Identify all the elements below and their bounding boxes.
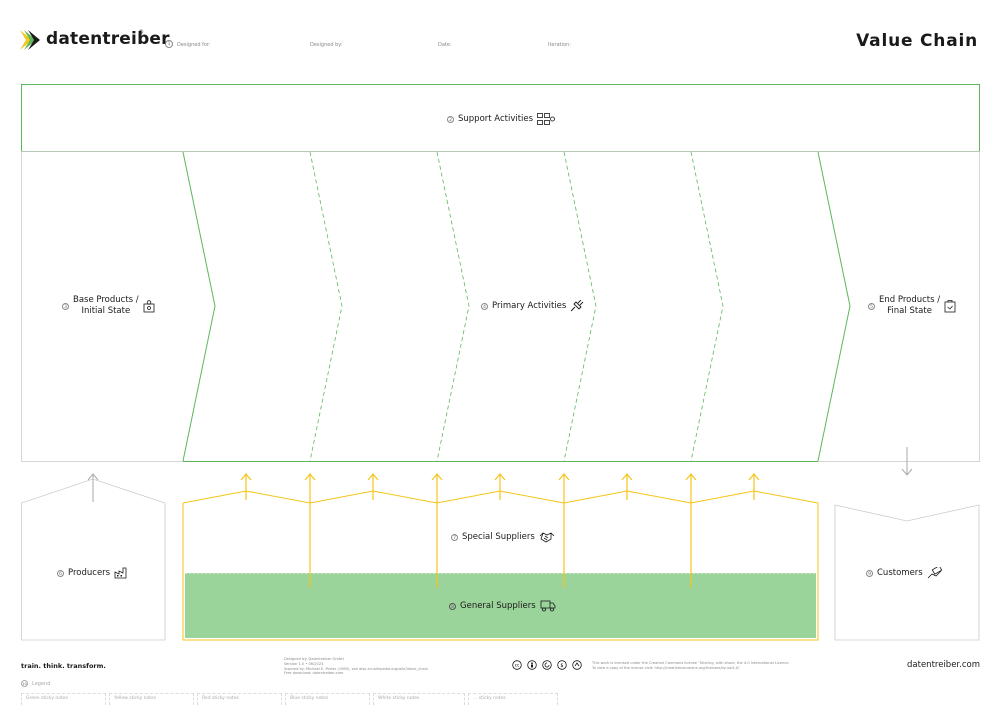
plug-icon — [571, 300, 584, 312]
brand-logo — [20, 30, 44, 54]
support-activities-label-group: 2 Support Activities — [447, 113, 555, 125]
end-products-label-group: 5 End Products / Final State — [868, 295, 956, 317]
support-arrows-long — [304, 473, 697, 588]
special-number: 7 — [451, 533, 458, 541]
cc-by-icon — [527, 660, 537, 670]
general-suppliers-label: General Suppliers — [460, 600, 536, 611]
site-url[interactable]: datentreiber.com — [907, 660, 980, 670]
producers-label: Producers — [68, 567, 111, 578]
license-text: This work is licensed under the Creative… — [592, 661, 790, 670]
legend-item-other[interactable]: ... sticky notes — [468, 693, 558, 705]
design-info: Designed by: Datentreiber GmbH Version 1… — [284, 657, 429, 676]
cc-share-icon — [572, 660, 582, 670]
svg-text:$: $ — [560, 663, 563, 669]
brand-name: datentreiber — [46, 29, 170, 49]
general-number: 8 — [449, 602, 456, 610]
legend-item-yellow[interactable]: Yellow sticky notes — [109, 693, 194, 705]
legend-number: 10 — [21, 680, 28, 687]
registered-mark: ® — [138, 29, 144, 36]
header-number-badge: 1 — [165, 40, 173, 48]
designed-by-field[interactable]: Designed by: — [310, 42, 343, 48]
chevron-divider-4[interactable] — [690, 151, 724, 462]
end-products-label: End Products / Final State — [879, 295, 941, 316]
factory-icon — [114, 567, 127, 579]
legend-item-red[interactable]: Red sticky notes — [197, 693, 282, 705]
legend-title: Legend — [32, 680, 51, 687]
cc-sa-icon — [542, 660, 552, 670]
producers-label-group: 6 Producers — [57, 567, 128, 579]
truck-icon — [540, 600, 556, 612]
base-number: 3 — [62, 302, 69, 310]
customers-label-group: 9 Customers — [866, 567, 943, 579]
customers-number: 9 — [866, 569, 873, 577]
primary-activities-label-group: 4 Primary Activities — [481, 300, 584, 312]
producers-area[interactable] — [21, 478, 166, 641]
handshake-icon — [539, 532, 555, 543]
puzzle-box-icon — [143, 299, 155, 312]
chevron-divider-1[interactable] — [309, 151, 343, 462]
chevron-end[interactable] — [817, 151, 851, 462]
special-suppliers-area[interactable] — [182, 503, 819, 641]
datentreiber-logo-icon — [20, 30, 40, 50]
legend-header: 10 Legend — [21, 680, 50, 687]
primary-activities-label: Primary Activities — [492, 300, 567, 311]
tagline: train. think. transform. — [21, 662, 106, 670]
chevron-divider-2[interactable] — [436, 151, 470, 462]
iteration-field[interactable]: Iteration: — [548, 42, 571, 48]
special-suppliers-label-group: 7 Special Suppliers — [451, 531, 555, 543]
general-suppliers-label-group: 8 General Suppliers — [449, 600, 556, 612]
support-arrows-short — [240, 473, 760, 500]
process-nodes-icon — [537, 113, 555, 125]
legend-item-white[interactable]: White sticky notes — [373, 693, 465, 705]
cc-icon: cc — [512, 660, 522, 670]
date-field[interactable]: Date: — [438, 42, 452, 48]
cc-nc-icon: $ — [557, 660, 567, 670]
designed-for-field[interactable]: Designed for: — [177, 42, 211, 48]
support-number: 2 — [447, 115, 454, 123]
legend-item-blue[interactable]: Blue sticky notes — [285, 693, 370, 705]
customers-area[interactable] — [834, 504, 980, 641]
special-suppliers-label: Special Suppliers — [462, 531, 535, 542]
base-products-label-group: 3 Base Products / Initial State — [62, 295, 155, 317]
legend-item-green[interactable]: Green sticky notes — [21, 693, 106, 705]
chevron-start[interactable] — [182, 151, 216, 462]
general-suppliers-area[interactable] — [185, 573, 816, 638]
money-hand-icon — [927, 567, 942, 579]
page-title: Value Chain — [856, 31, 978, 51]
cc-license-icons: cc $ — [512, 660, 582, 670]
support-activities-label: Support Activities — [458, 113, 534, 124]
customers-label: Customers — [877, 567, 923, 578]
chevron-divider-3[interactable] — [563, 151, 597, 462]
primary-number: 4 — [481, 302, 488, 310]
base-products-label: Base Products / Initial State — [73, 295, 139, 316]
end-number: 5 — [868, 302, 875, 310]
package-icon — [944, 299, 956, 312]
svg-text:cc: cc — [515, 663, 519, 668]
producers-number: 6 — [57, 569, 64, 577]
